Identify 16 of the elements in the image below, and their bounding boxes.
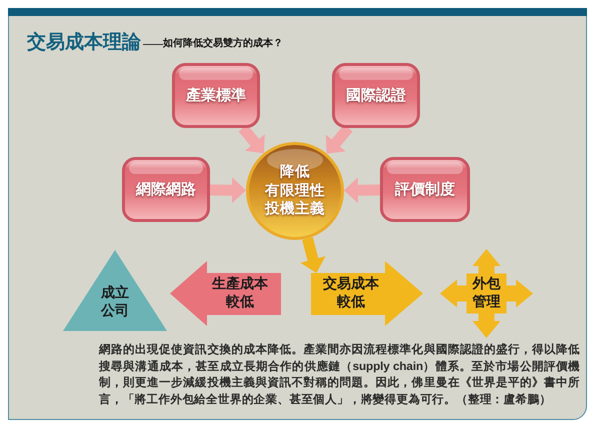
node-label: 成立公司 <box>100 285 130 321</box>
arrow <box>344 177 380 204</box>
subtitle: 如何降低交易雙方的成本？ <box>163 38 283 50</box>
body-paragraph: 網路的出現促使資訊交換的成本降低。產業間亦因流程標準化與國際認證的盛行，得以降低搜尋與溝通成本，甚至成立長期合作的供應鏈（supply chain）體系。至於市場公開評價機制，則更進一步減緩投機主義與資訊不對稱的問題。因此，佛里曼在《世界是平的》書中所言，「將工作外包給全世界的企業、甚至個人」，將變得更為可行。（整理：盧希鵬） <box>99 342 580 408</box>
node-label: 外包管理 <box>471 276 502 312</box>
arrow <box>300 237 326 274</box>
node-label: 有限理性投機主義 <box>264 182 326 219</box>
node-label: 產業標準 <box>186 86 246 106</box>
node-label: 生產成本較低 <box>210 276 269 312</box>
node-label: 國際認證 <box>346 86 406 106</box>
diagram-title: 交易成本理論 <box>27 33 141 53</box>
node-label: 評價制度 <box>395 180 455 200</box>
node-label: 交易成本較低 <box>322 276 380 312</box>
node-label: 網際網路 <box>136 180 196 200</box>
node-label: 降低 <box>280 163 310 182</box>
arrow <box>210 177 246 204</box>
